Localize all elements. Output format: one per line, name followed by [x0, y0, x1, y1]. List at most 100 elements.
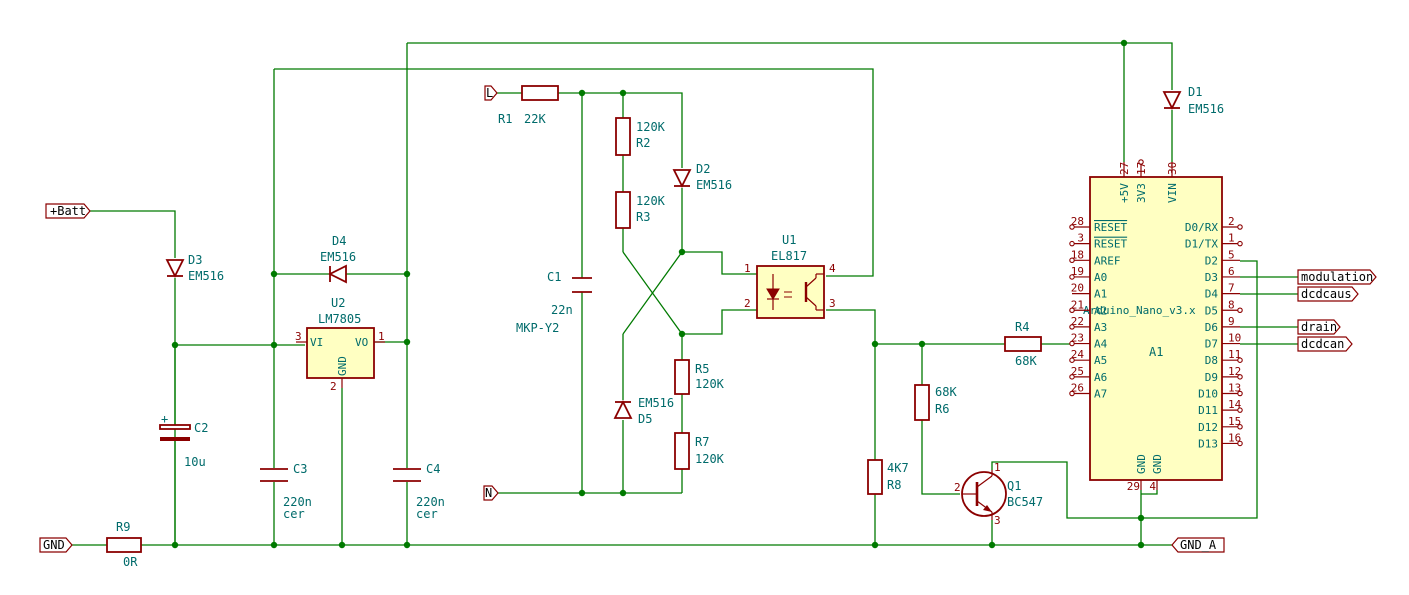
svg-text:4K7: 4K7: [887, 461, 909, 475]
svg-text:C1: C1: [547, 270, 561, 284]
a1-pin-number: 21: [1071, 298, 1084, 311]
svg-text:3: 3: [829, 297, 836, 310]
a1-nc-marker: [1237, 357, 1243, 363]
a1-pin-number: 17: [1135, 162, 1148, 175]
a1-pin-name: A0: [1094, 271, 1107, 284]
a1-pin-number: 3: [1077, 232, 1084, 245]
a1-pin-name: D3: [1205, 271, 1218, 284]
resistor-r5: R5 120K: [674, 359, 725, 395]
a1-pin-name: VIN: [1166, 183, 1179, 203]
label-dcdcaus: dcdcaus: [1297, 286, 1359, 302]
svg-text:cer: cer: [283, 507, 305, 521]
svg-text:EM516: EM516: [638, 396, 674, 410]
diode-d4: D4 EM516: [320, 234, 356, 284]
svg-text:BC547: BC547: [1007, 495, 1043, 509]
a1-nc-marker: [1069, 374, 1075, 380]
svg-text:220n: 220n: [283, 495, 312, 509]
a1-pin-name: D12: [1198, 421, 1218, 434]
junctions: [171, 39, 1145, 549]
a1-pin-number: 16: [1228, 431, 1241, 444]
svg-text:2: 2: [330, 380, 337, 393]
svg-text:120K: 120K: [636, 194, 666, 208]
svg-text:D1: D1: [1188, 85, 1202, 99]
label-modulation: modulation: [1297, 269, 1377, 285]
diode-d3: D3 EM516: [165, 253, 224, 283]
capacitor-c2: + C2 10u: [159, 412, 208, 469]
resistor-r9: R9 0R: [106, 520, 142, 569]
a1-pin-number: 5: [1228, 248, 1235, 261]
svg-text:0R: 0R: [123, 555, 138, 569]
a1-pin-number: 7: [1228, 282, 1235, 295]
svg-text:C3: C3: [293, 462, 307, 476]
a1-nc-marker: [1237, 240, 1243, 247]
label-neutral: N: [483, 485, 499, 501]
svg-text:VI: VI: [310, 336, 323, 349]
svg-text:3: 3: [994, 514, 1001, 527]
svg-text:drain: drain: [1301, 320, 1337, 334]
capacitor-c3: C3 220n cer: [260, 462, 312, 521]
a1-pin-number: 26: [1071, 382, 1084, 395]
label-batt: +Batt: [45, 203, 91, 219]
a1-pin-name: GND: [1135, 454, 1148, 474]
a1-pin-name: A7: [1094, 388, 1107, 401]
a1-pin-name: D8: [1205, 354, 1218, 367]
a1-nc-marker: [1237, 307, 1243, 313]
resistor-r1: R1 22K: [498, 85, 559, 126]
a1-pin-number: 28: [1071, 215, 1084, 228]
svg-text:modulation: modulation: [1301, 270, 1373, 284]
svg-text:1: 1: [994, 461, 1001, 474]
a1-nc-marker: [1069, 324, 1075, 330]
a1-pin-number: 19: [1071, 265, 1084, 278]
svg-text:A1: A1: [1149, 345, 1163, 359]
a1-pin-number: 29: [1127, 480, 1140, 493]
a1-nc-marker: [1237, 374, 1243, 380]
svg-text:GND_A: GND_A: [1180, 538, 1217, 552]
a1-pin-name: D11: [1198, 404, 1218, 417]
svg-text:220n: 220n: [416, 495, 445, 509]
capacitor-c1: C1 22n MKP-Y2: [516, 270, 592, 335]
a1-pin-name: A1: [1094, 288, 1107, 301]
a1-nc-marker: [1069, 224, 1075, 230]
a1-pin-number: 9: [1228, 315, 1235, 328]
svg-text:+Batt: +Batt: [50, 204, 86, 218]
svg-text:cer: cer: [416, 507, 438, 521]
resistor-r4: R4 68K: [1004, 320, 1042, 368]
a1-pin-number: 23: [1071, 332, 1084, 345]
svg-text:EL817: EL817: [771, 249, 807, 263]
svg-text:22K: 22K: [524, 112, 546, 126]
resistor-r2: 120K R2: [615, 117, 666, 156]
a1-pin-name: D6: [1205, 321, 1218, 334]
a1-pin-name: D2: [1205, 254, 1218, 267]
resistor-r6: 68K R6: [914, 384, 957, 421]
a1-pin-name: A6: [1094, 371, 1107, 384]
svg-text:R9: R9: [116, 520, 130, 534]
a1-pin-name: A4: [1094, 338, 1108, 351]
a1-pin-number: 6: [1228, 265, 1235, 278]
svg-text:2: 2: [744, 297, 751, 310]
optocoupler-u1: U1 EL817 1 2 3 4: [744, 233, 836, 319]
capacitor-c4: C4 220n cer: [393, 462, 445, 521]
svg-text:4: 4: [829, 262, 836, 275]
a1-pin-number: 24: [1071, 348, 1085, 361]
svg-text:U1: U1: [782, 233, 796, 247]
a1-pin-number: 2: [1228, 215, 1235, 228]
svg-text:68K: 68K: [935, 385, 957, 399]
svg-text:D4: D4: [332, 234, 346, 248]
a1-pin-number: 13: [1228, 382, 1241, 395]
a1-pin-name: D1/TX: [1185, 238, 1218, 251]
a1-nc-marker: [1069, 390, 1075, 397]
label-drain: drain: [1297, 319, 1341, 335]
diode-d5: EM516 D5: [613, 396, 674, 426]
a1-pin-number: 25: [1071, 365, 1084, 378]
a1-pin-number: 8: [1228, 298, 1235, 311]
a1-pin-number: 14: [1228, 398, 1242, 411]
wires: [72, 42, 1298, 546]
svg-text:10u: 10u: [184, 455, 206, 469]
a1-pin-number: 18: [1071, 248, 1084, 261]
a1-nc-marker: [1069, 357, 1075, 363]
diode-d2: D2 EM516: [672, 162, 732, 192]
a1-pin-number: 20: [1071, 282, 1084, 295]
svg-text:EM516: EM516: [320, 250, 356, 264]
svg-text:120K: 120K: [636, 120, 666, 134]
svg-text:EM516: EM516: [188, 269, 224, 283]
